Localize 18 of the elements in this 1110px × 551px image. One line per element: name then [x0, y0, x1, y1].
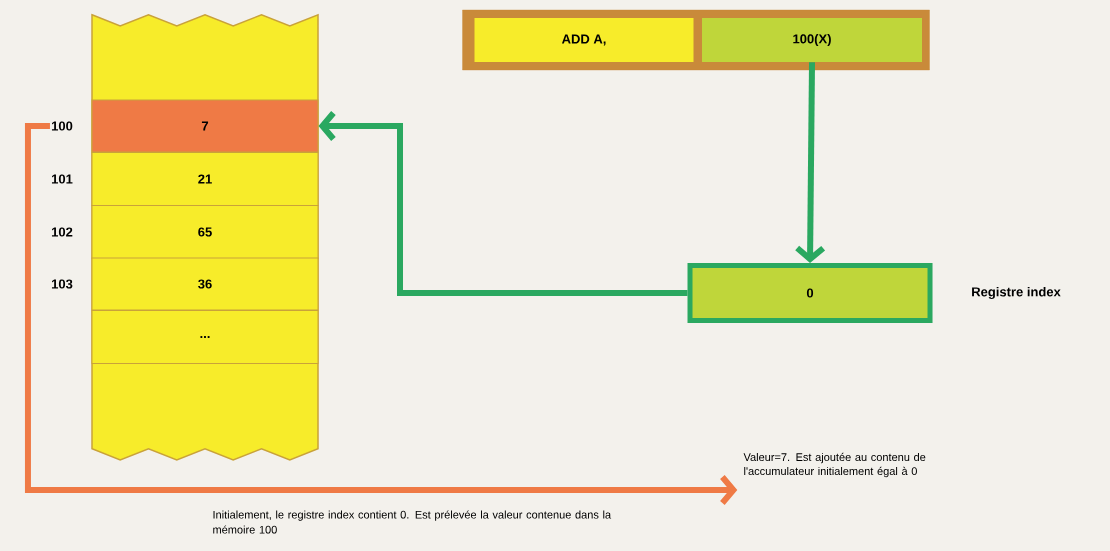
- arrow: [24, 123, 738, 505]
- register-box: 0: [687, 263, 933, 323]
- note-text: Valeur=7. Est ajoutée au contenu de l'accumulateur initialement égal à 0: [743, 452, 926, 478]
- edge-label: Initialement, le registre index contient 0. Est prélevée la valeur contenue dans la mémoire 100: [213, 510, 612, 534]
- memory-cell: 65: [91, 205, 319, 259]
- instruction-field: 100(X): [702, 18, 922, 62]
- memory-cell: 21: [91, 152, 319, 206]
- arrow: [318, 111, 688, 296]
- memory-cell: 36: [91, 257, 319, 311]
- memory-cell: ...: [91, 310, 319, 364]
- address-label: 103: [51, 279, 73, 289]
- address-label: 101: [51, 174, 73, 184]
- instruction-field: ADD A,: [474, 18, 694, 62]
- address-label: 100: [51, 121, 73, 131]
- arrow: [795, 62, 826, 263]
- address-label: Registre index: [972, 286, 1061, 300]
- address-label: 102: [51, 227, 73, 237]
- memory-cell: 7: [91, 99, 319, 153]
